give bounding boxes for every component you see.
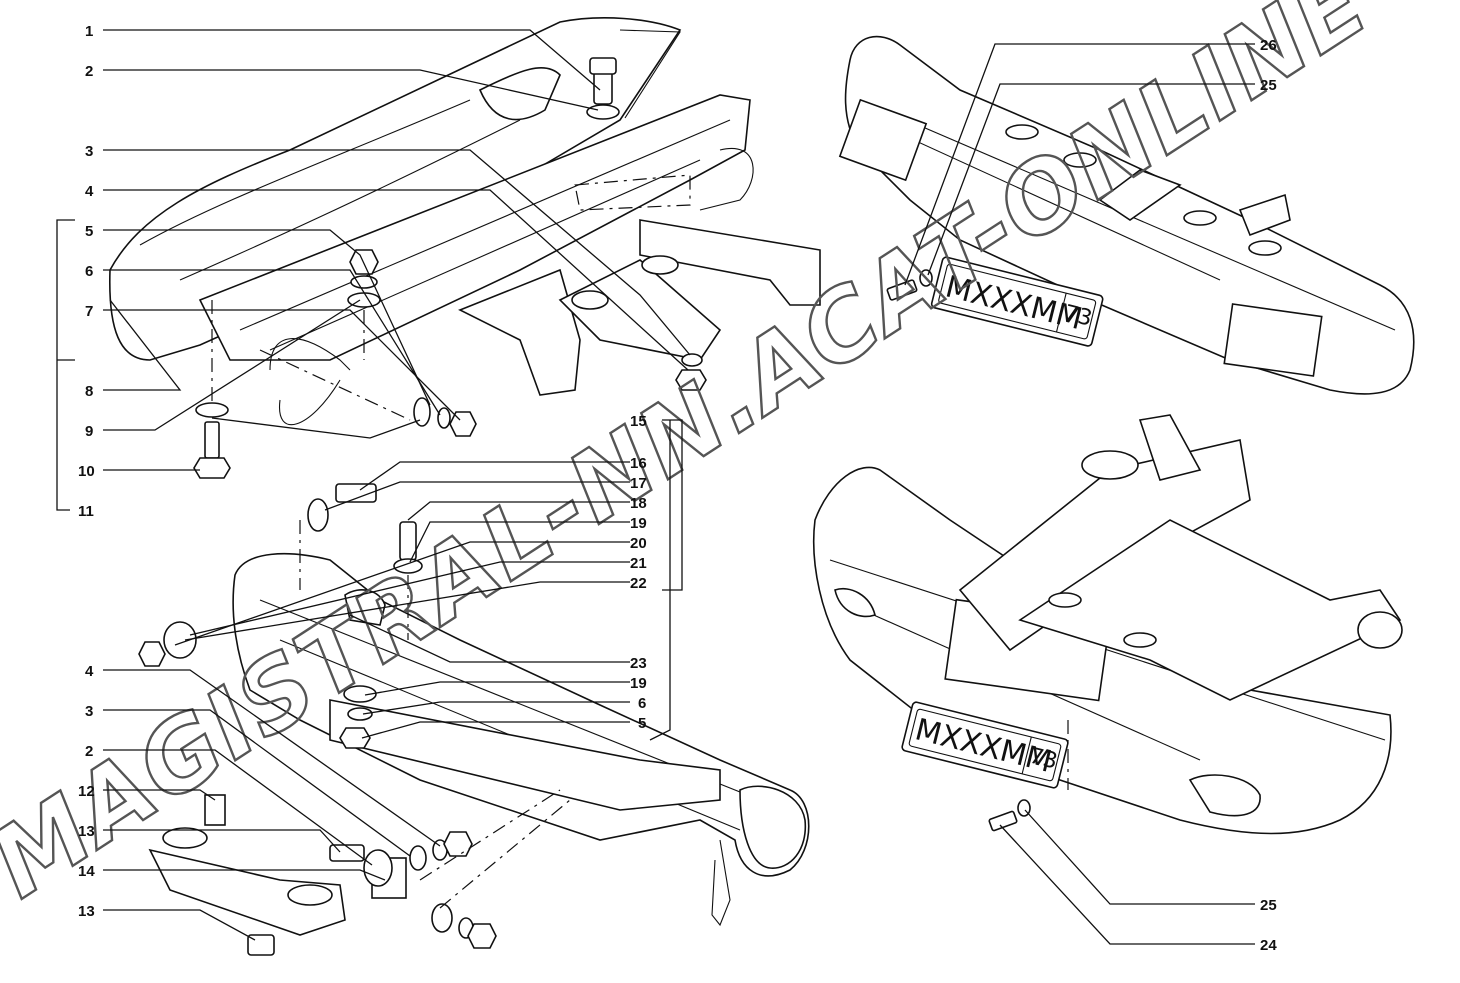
callout-4: 4 [85,183,94,200]
rear-bumper-assembly-top-left [108,17,821,479]
callout-5-lower: 5 [638,715,646,732]
callout-20: 20 [630,535,647,552]
callout-6: 6 [85,263,93,280]
callout-12: 12 [78,783,95,800]
front-bumper-assembled-bottom-right: MXXXMM 73 [812,414,1403,835]
nut-icon [349,249,379,275]
callout-2: 2 [85,63,93,80]
callout-6-lower: 6 [638,695,646,712]
callout-15: 15 [630,413,647,430]
callout-5: 5 [85,223,93,240]
callout-18: 18 [630,495,647,512]
callout-19-lower: 19 [630,675,647,692]
callout-14: 14 [78,863,95,880]
callout-21: 21 [630,555,647,572]
callout-7: 7 [85,303,93,320]
front-bumper-assembly-bottom-left [138,483,810,956]
callout-9: 9 [85,423,93,440]
callout-23: 23 [630,655,647,672]
callout-13: 13 [78,823,95,840]
callout-25-lower: 25 [1260,897,1277,914]
callout-17: 17 [630,475,647,492]
callout-19: 19 [630,515,647,532]
callout-3-lower: 3 [85,703,93,720]
callout-24: 24 [1260,937,1277,954]
callout-26: 26 [1260,37,1277,54]
leader-lines [56,29,1255,945]
callout-25: 25 [1260,77,1277,94]
callout-22: 22 [630,575,647,592]
callout-3: 3 [85,143,93,160]
callout-13-lower: 13 [78,903,95,920]
callout-numbers: 1 2 3 4 5 6 7 8 9 10 11 4 3 2 12 13 14 1… [78,23,1277,954]
washer-icon [586,104,620,120]
callout-4-lower: 4 [85,663,94,680]
callout-10: 10 [78,463,95,480]
callout-1: 1 [85,23,93,40]
callout-11: 11 [78,503,94,520]
callout-2-lower: 2 [85,743,93,760]
callout-8: 8 [85,383,93,400]
rear-bumper-assembled-top-right: MXXXMM 73 [838,35,1415,395]
callout-16: 16 [630,455,647,472]
